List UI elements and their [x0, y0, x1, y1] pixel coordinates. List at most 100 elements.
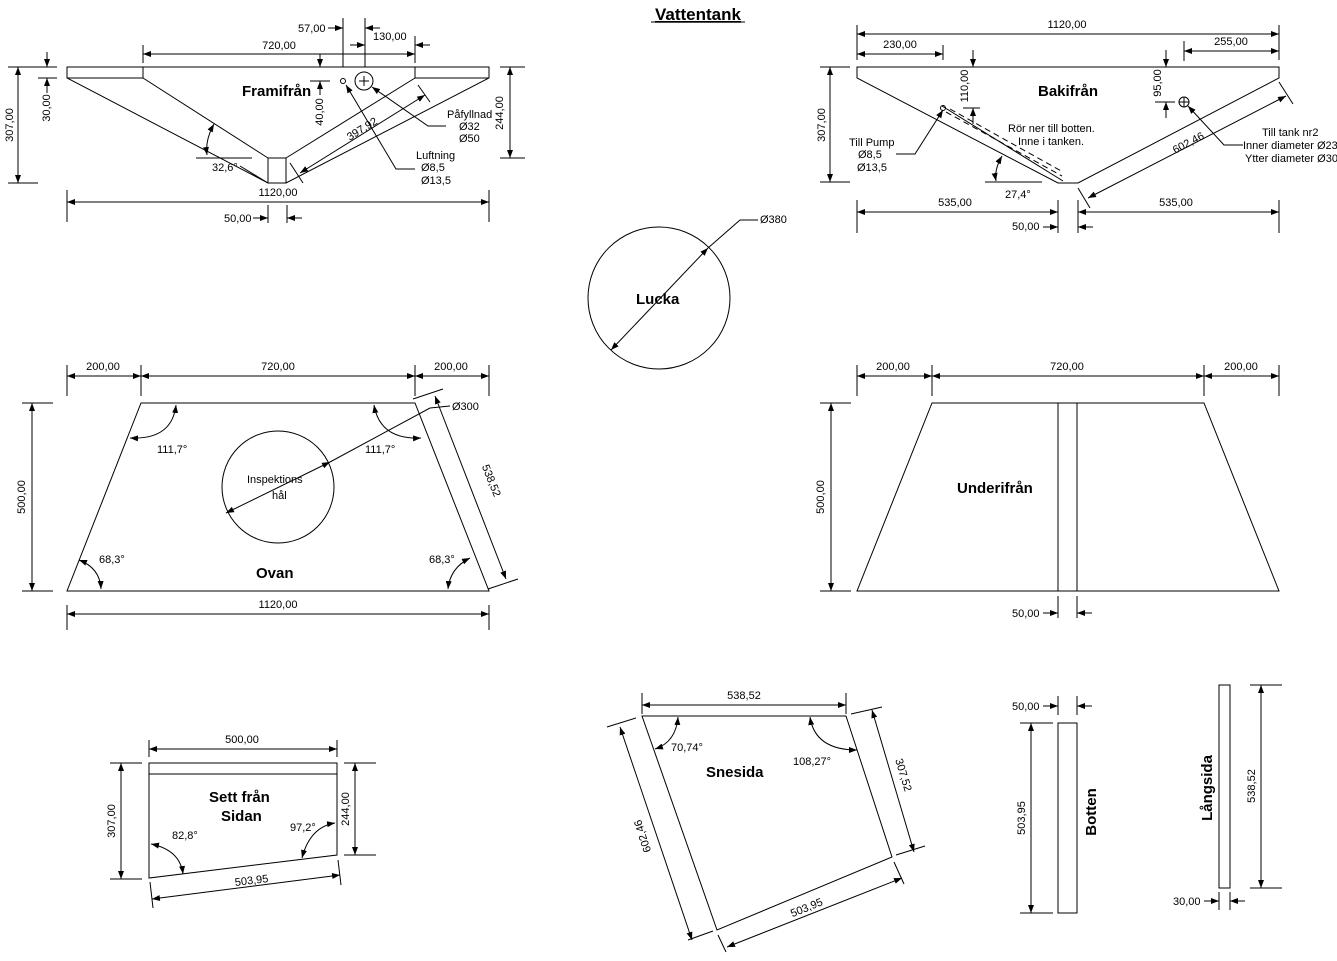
underside-outline	[856, 402, 1280, 592]
angle-arc	[991, 155, 1003, 182]
dim-label: 538,52	[1246, 769, 1258, 803]
oblique-side-view: Snesida 538,52 70,74° 108,27° 307,52 602…	[606, 690, 926, 953]
top-view-label: Ovan	[256, 565, 294, 582]
dim-label: 68,3°	[429, 554, 455, 566]
dim-label: 1120,00	[1048, 19, 1087, 31]
underside-label: Underifrån	[957, 480, 1033, 497]
angle-arc	[129, 404, 179, 442]
dim-602	[1087, 95, 1287, 199]
dim-label: 30,00	[41, 94, 53, 122]
side-label-2: Sidan	[221, 808, 262, 825]
ext	[149, 881, 154, 909]
back-view-label: Bakifrån	[1038, 83, 1098, 100]
dim-label: 255,00	[1214, 36, 1248, 48]
top-outline	[66, 402, 490, 592]
dim-503	[151, 873, 341, 901]
angle-arc	[301, 821, 336, 859]
dim-label: 535,00	[1159, 197, 1193, 209]
long-side-rect	[1218, 684, 1231, 889]
dim-label: 397,92	[345, 115, 380, 143]
dim-label: 50,00	[1012, 608, 1040, 620]
ext	[1077, 187, 1091, 209]
hatch-diameter-dim	[610, 247, 709, 351]
bottom-part-view: Botten 50,00 503,95	[1012, 696, 1100, 914]
dim-label: 503,95	[234, 873, 269, 889]
dim-label: 27,4°	[1005, 189, 1031, 201]
front-inner-left	[142, 77, 269, 159]
dim-label: 602,46	[1171, 130, 1206, 156]
dim-label: 230,00	[883, 39, 917, 51]
vent-hole-icon	[340, 78, 346, 84]
tank2-outer: Ytter diameter Ø30	[1245, 153, 1337, 165]
top-view: Inspektions hål Ovan 200,00 720,00 200,0…	[16, 361, 519, 630]
dim-307-52	[871, 709, 915, 853]
ext	[417, 84, 431, 103]
hatch-label: Lucka	[636, 291, 680, 308]
ext	[850, 706, 883, 715]
dim-label: 538,52	[727, 690, 761, 702]
hatch-diameter: Ø380	[760, 214, 787, 226]
ext	[289, 162, 304, 184]
angle-arc	[372, 404, 422, 442]
ext	[487, 578, 519, 590]
angle-arc	[445, 557, 471, 590]
dim-label: 97,2°	[290, 822, 316, 834]
dim-label: 111,7°	[157, 444, 187, 456]
ext	[412, 388, 444, 400]
dim-label: 70,74°	[671, 742, 703, 754]
dim-label: 500,00	[815, 480, 827, 514]
bottom-part-label: Botten	[1083, 788, 1100, 836]
tank2-leader	[1187, 105, 1243, 146]
dim-label: 40,00	[314, 98, 326, 126]
pipe-dashed-1	[945, 111, 1063, 177]
dim-label: 1120,00	[259, 599, 298, 611]
side-view: Sett från Sidan 500,00 307,00 244,00 82,…	[106, 734, 376, 909]
dim-538	[434, 395, 507, 580]
vent-d2: Ø13,5	[421, 175, 451, 187]
fill-leader	[371, 86, 446, 127]
dim-label: 110,00	[959, 70, 971, 103]
dim-label: 720,00	[261, 361, 295, 373]
dim-label: 68,3°	[99, 554, 125, 566]
bottom-part-rect	[1057, 722, 1078, 914]
dim-label: 244,00	[494, 96, 506, 130]
angle-arc	[78, 559, 104, 590]
front-view-label: Framifrån	[242, 83, 311, 100]
dim-label: Ø300	[452, 401, 479, 413]
pipe-dashed-2	[949, 108, 1064, 173]
ext	[337, 859, 342, 886]
ext	[717, 934, 727, 953]
dim-label: 57,00	[298, 23, 326, 35]
dim-label: 200,00	[1224, 361, 1258, 373]
hatch-view: Ø380 Lucka	[587, 214, 787, 370]
dim-label: 244,00	[340, 792, 352, 826]
hole-diameter-dim	[225, 461, 331, 514]
drawing-title: Vattentank	[655, 5, 742, 24]
dim-label: 200,00	[86, 361, 120, 373]
dim-label: 503,95	[1016, 801, 1028, 835]
dim-503	[726, 877, 903, 948]
back-view: Bakifrån 1120,00 230,00 255,00 110,00 95…	[816, 19, 1337, 233]
dim-label: 82,8°	[172, 830, 198, 842]
dim-label: 538,52	[479, 463, 503, 499]
underside-view: Underifrån 200,00 720,00 200,00 500,00 5…	[815, 361, 1280, 620]
dim-label: 200,00	[876, 361, 910, 373]
front-view: Framifrån 720,00 57,00 130,00 307,00 30,…	[4, 18, 525, 225]
dim-label: 50,00	[1012, 701, 1040, 713]
tank2-inner: Inner diameter Ø23	[1243, 140, 1337, 152]
long-side-label: Långsida	[1199, 754, 1216, 821]
fill-d1: Ø32	[459, 121, 480, 133]
hatch-leader	[707, 219, 758, 249]
dim-label: 95,00	[1152, 69, 1164, 97]
dim-label: 307,00	[106, 804, 118, 838]
front-bottom-channel	[267, 157, 287, 184]
ext	[687, 930, 714, 941]
ext	[606, 717, 637, 728]
angle-arc	[808, 716, 858, 753]
ext	[895, 845, 926, 856]
dim-label: 130,00	[373, 31, 407, 43]
tank2-label: Till tank nr2	[1262, 127, 1318, 139]
dim-label: 30,00	[1173, 896, 1201, 908]
long-side-view: Långsida 538,52 30,00	[1173, 684, 1282, 910]
side-outline	[148, 762, 338, 879]
